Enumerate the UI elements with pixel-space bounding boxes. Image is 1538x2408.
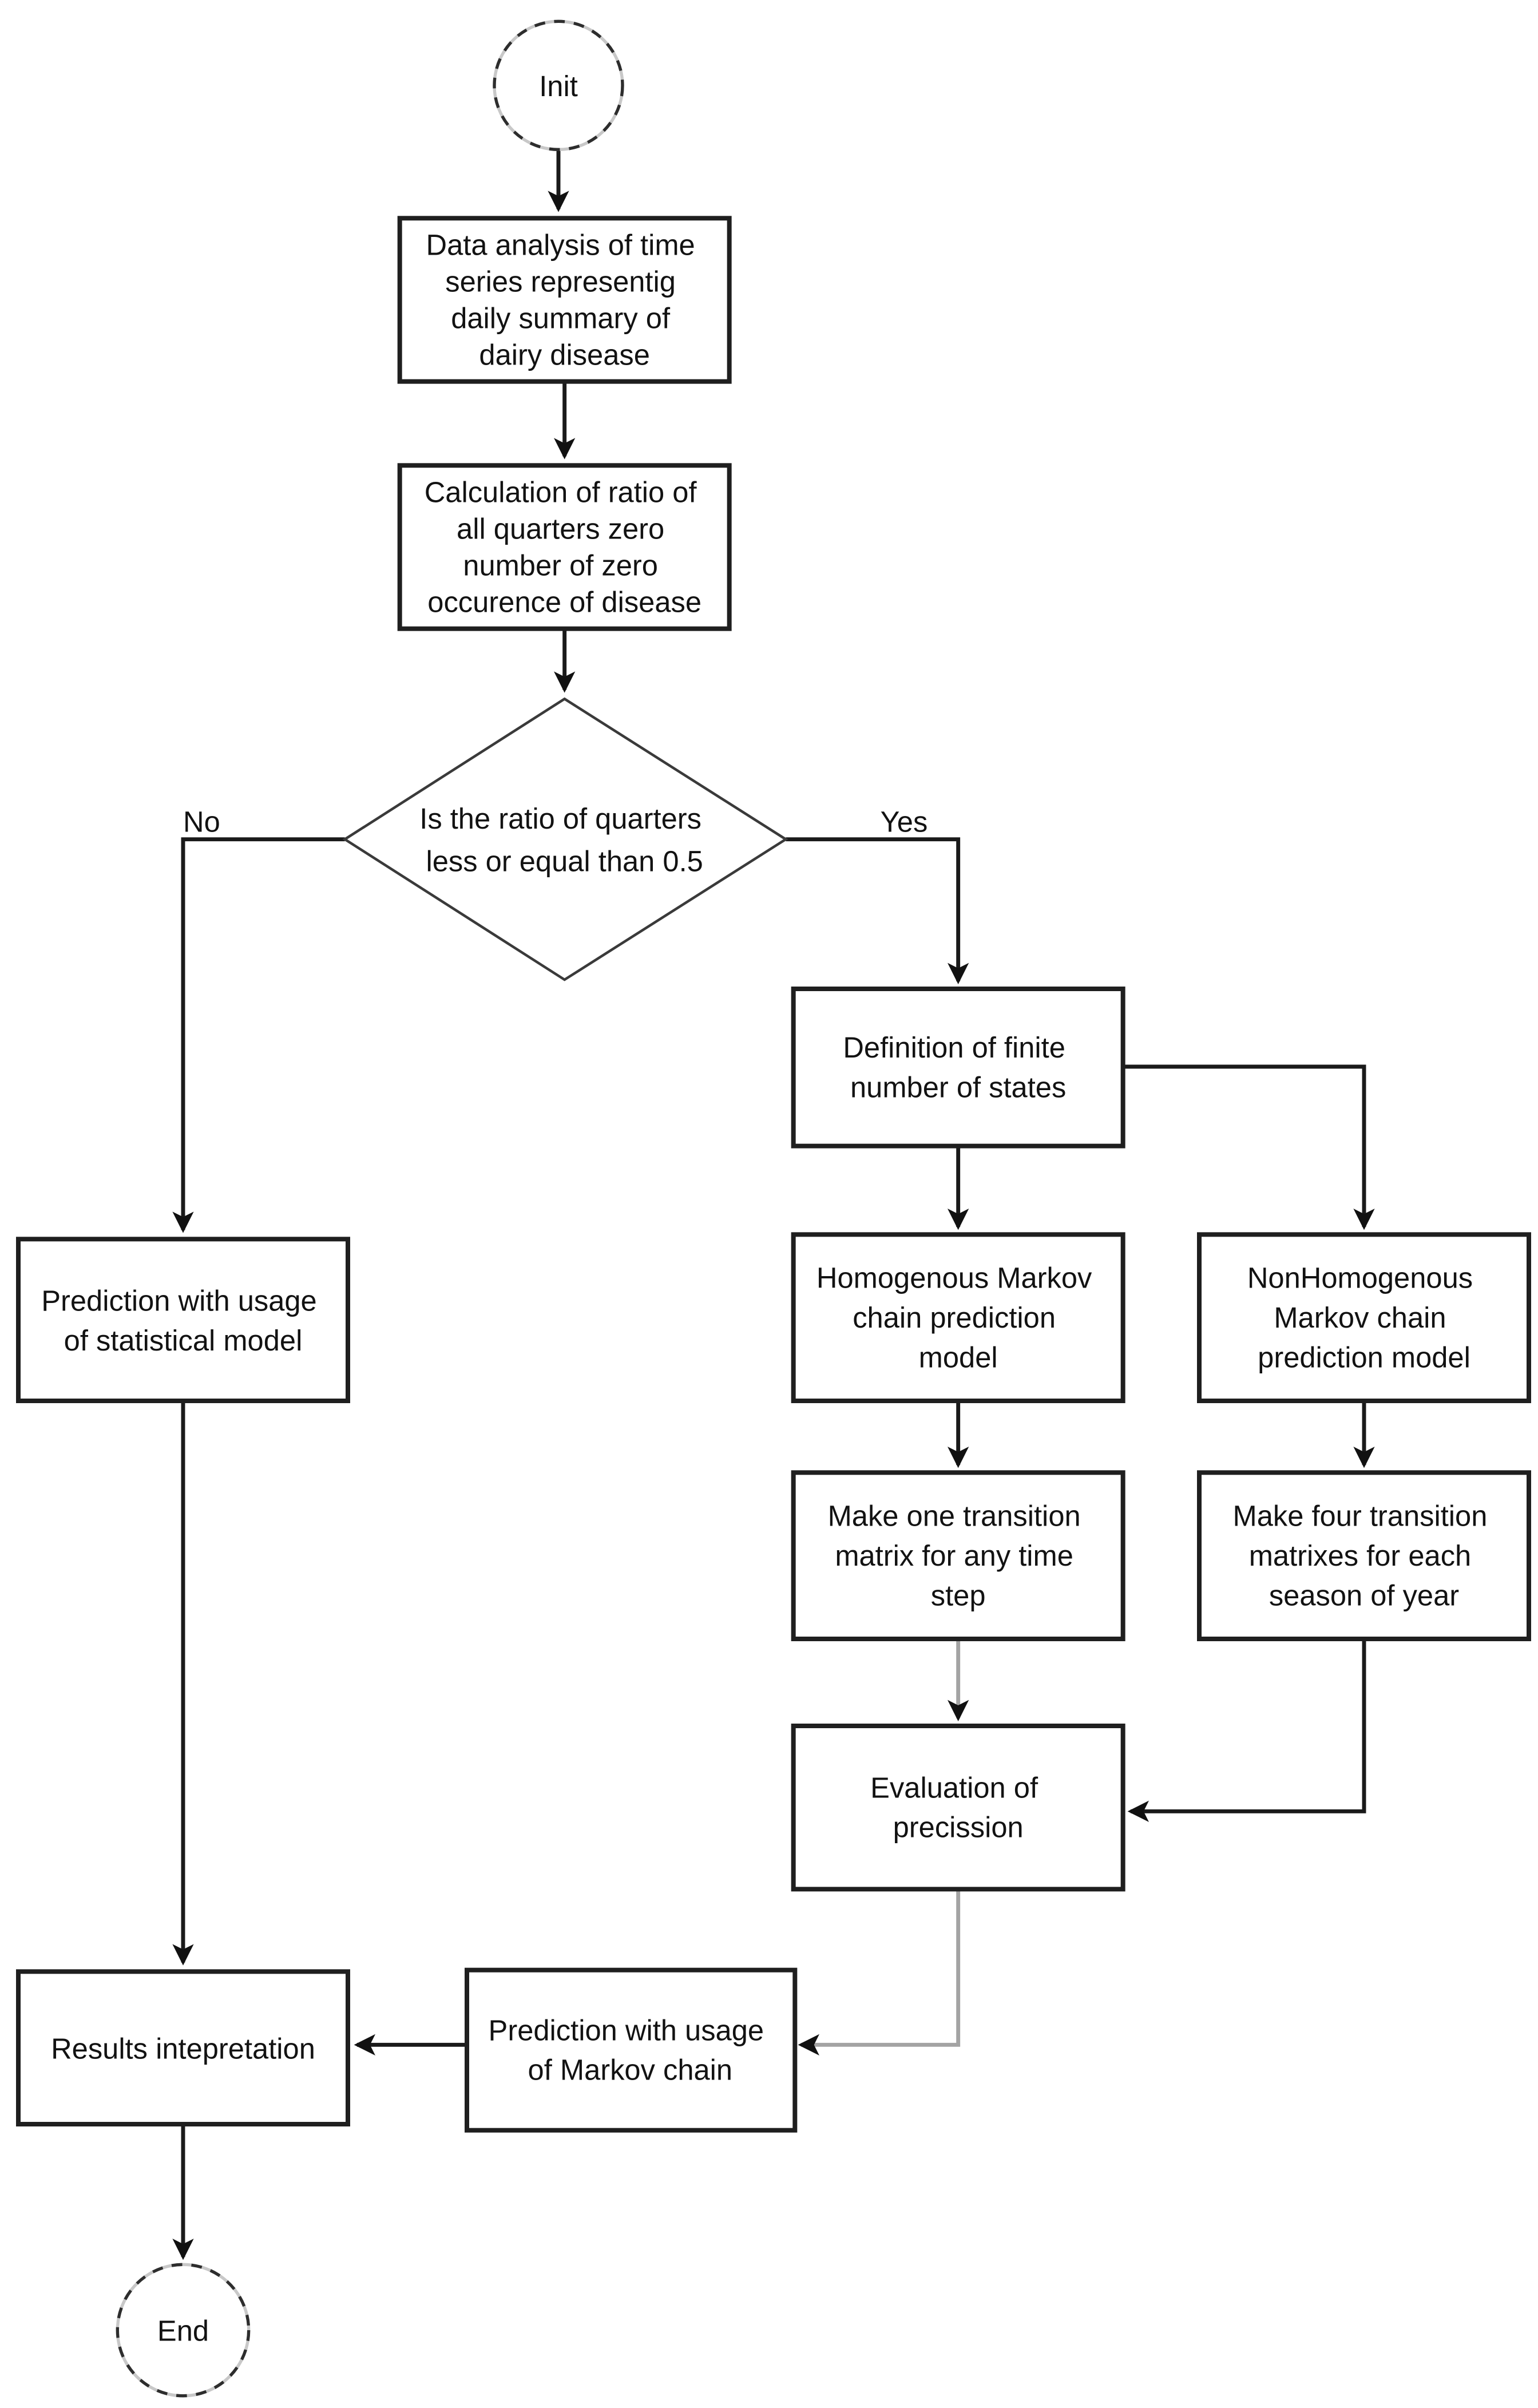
edge-evaluation-to-markov-prediction [798, 1889, 961, 2055]
markov-prediction-box [464, 1967, 798, 2133]
text-line: season of year [1269, 1579, 1459, 1611]
text-line: Data analysis of time [426, 228, 695, 261]
text-line: matrix for any time [835, 1539, 1073, 1572]
text-line: of Markov chain [528, 2054, 733, 2086]
one-matrix-text: Make one transition matrix for any time … [828, 1500, 1089, 1612]
text-line: Definition of finite [843, 1031, 1065, 1064]
end-circle-outline [116, 2263, 251, 2398]
four-matrices-box [1197, 1470, 1531, 1641]
text-line: Make four transition [1233, 1500, 1488, 1532]
text-line: Make one transition [828, 1500, 1081, 1532]
results-text: Results intepretation [51, 2032, 315, 2065]
text-line: of statistical model [64, 1324, 303, 1357]
text-line: prediction model [1258, 1341, 1470, 1373]
markov-prediction-text: Prediction with usage of Markov chain [489, 2014, 772, 2086]
connectors-black [172, 149, 1375, 2260]
text-line: less or equal than 0.5 [426, 845, 703, 878]
evaluation-box [791, 1724, 1125, 1892]
ratio-decision-diamond [342, 697, 788, 981]
end-label: End [157, 2315, 209, 2347]
text-line: dairy disease [479, 338, 649, 371]
node-shapes [16, 19, 1531, 2398]
text-line: series representig [445, 265, 676, 298]
statistical-prediction-box [16, 1237, 350, 1403]
no-label: No [183, 805, 220, 838]
nonhomogeneous-model-text: NonHomogenous Markov chain prediction mo… [1247, 1262, 1481, 1374]
evaluation-text: Evaluation of precission [870, 1771, 1046, 1843]
connectors-gray [798, 1639, 969, 2055]
text-line: Is the ratio of quarters [419, 802, 701, 835]
text-line: number of zero [463, 549, 658, 581]
text-line: Homogenous Markov [816, 1262, 1092, 1294]
statistical-prediction-text: Prediction with usage of statistical mod… [41, 1285, 325, 1357]
one-matrix-box [791, 1470, 1125, 1641]
define-states-box [791, 987, 1125, 1148]
edge-define-states-to-nonhomogeneous [1123, 1064, 1375, 1230]
four-matrices-text: Make four transition matrixes for each s… [1233, 1500, 1496, 1612]
edge-decision-no-to-statistical [172, 837, 345, 1233]
text-line: Calculation of ratio of [425, 476, 697, 508]
results-box [16, 1969, 350, 2126]
homogeneous-model-box [791, 1232, 1125, 1403]
data-analysis-box [397, 216, 732, 384]
ratio-decision-text: Is the ratio of quarters less or equal t… [419, 802, 709, 878]
text-line: matrixes for each [1249, 1539, 1472, 1572]
text-line: Prediction with usage [41, 1285, 317, 1317]
text-line: daily summary of [451, 302, 671, 334]
ratio-calc-text: Calculation of ratio of all quarters zer… [425, 476, 705, 618]
text-line: number of states [850, 1071, 1066, 1103]
text-line: occurence of disease [427, 585, 701, 618]
text-line: step [931, 1579, 986, 1611]
homogeneous-model-text: Homogenous Markov chain prediction model [816, 1262, 1100, 1374]
yes-label: Yes [881, 805, 928, 838]
node-texts: Init Data analysis of time series repres… [41, 70, 1496, 2347]
text-line: precission [893, 1811, 1024, 1844]
edge-labels: No Yes [183, 805, 927, 838]
edge-four-matrices-to-evaluation [1127, 1639, 1366, 1822]
text-line: chain prediction [853, 1301, 1056, 1334]
text-line: Prediction with usage [489, 2014, 764, 2046]
nonhomogeneous-model-box [1197, 1232, 1531, 1403]
text-line: Results intepretation [51, 2032, 315, 2065]
data-analysis-text: Data analysis of time series representig… [426, 228, 703, 371]
text-line: model [919, 1341, 998, 1373]
text-line: NonHomogenous [1247, 1262, 1473, 1294]
init-label: Init [539, 70, 578, 102]
text-line: Markov chain [1274, 1301, 1446, 1334]
text-line: all quarters zero [457, 512, 664, 545]
init-circle-outline [493, 19, 624, 151]
ratio-calc-box [397, 463, 732, 631]
text-line: Evaluation of [870, 1771, 1038, 1804]
edge-decision-yes-to-define-states [786, 837, 969, 984]
define-states-text: Definition of finite number of states [843, 1031, 1073, 1103]
